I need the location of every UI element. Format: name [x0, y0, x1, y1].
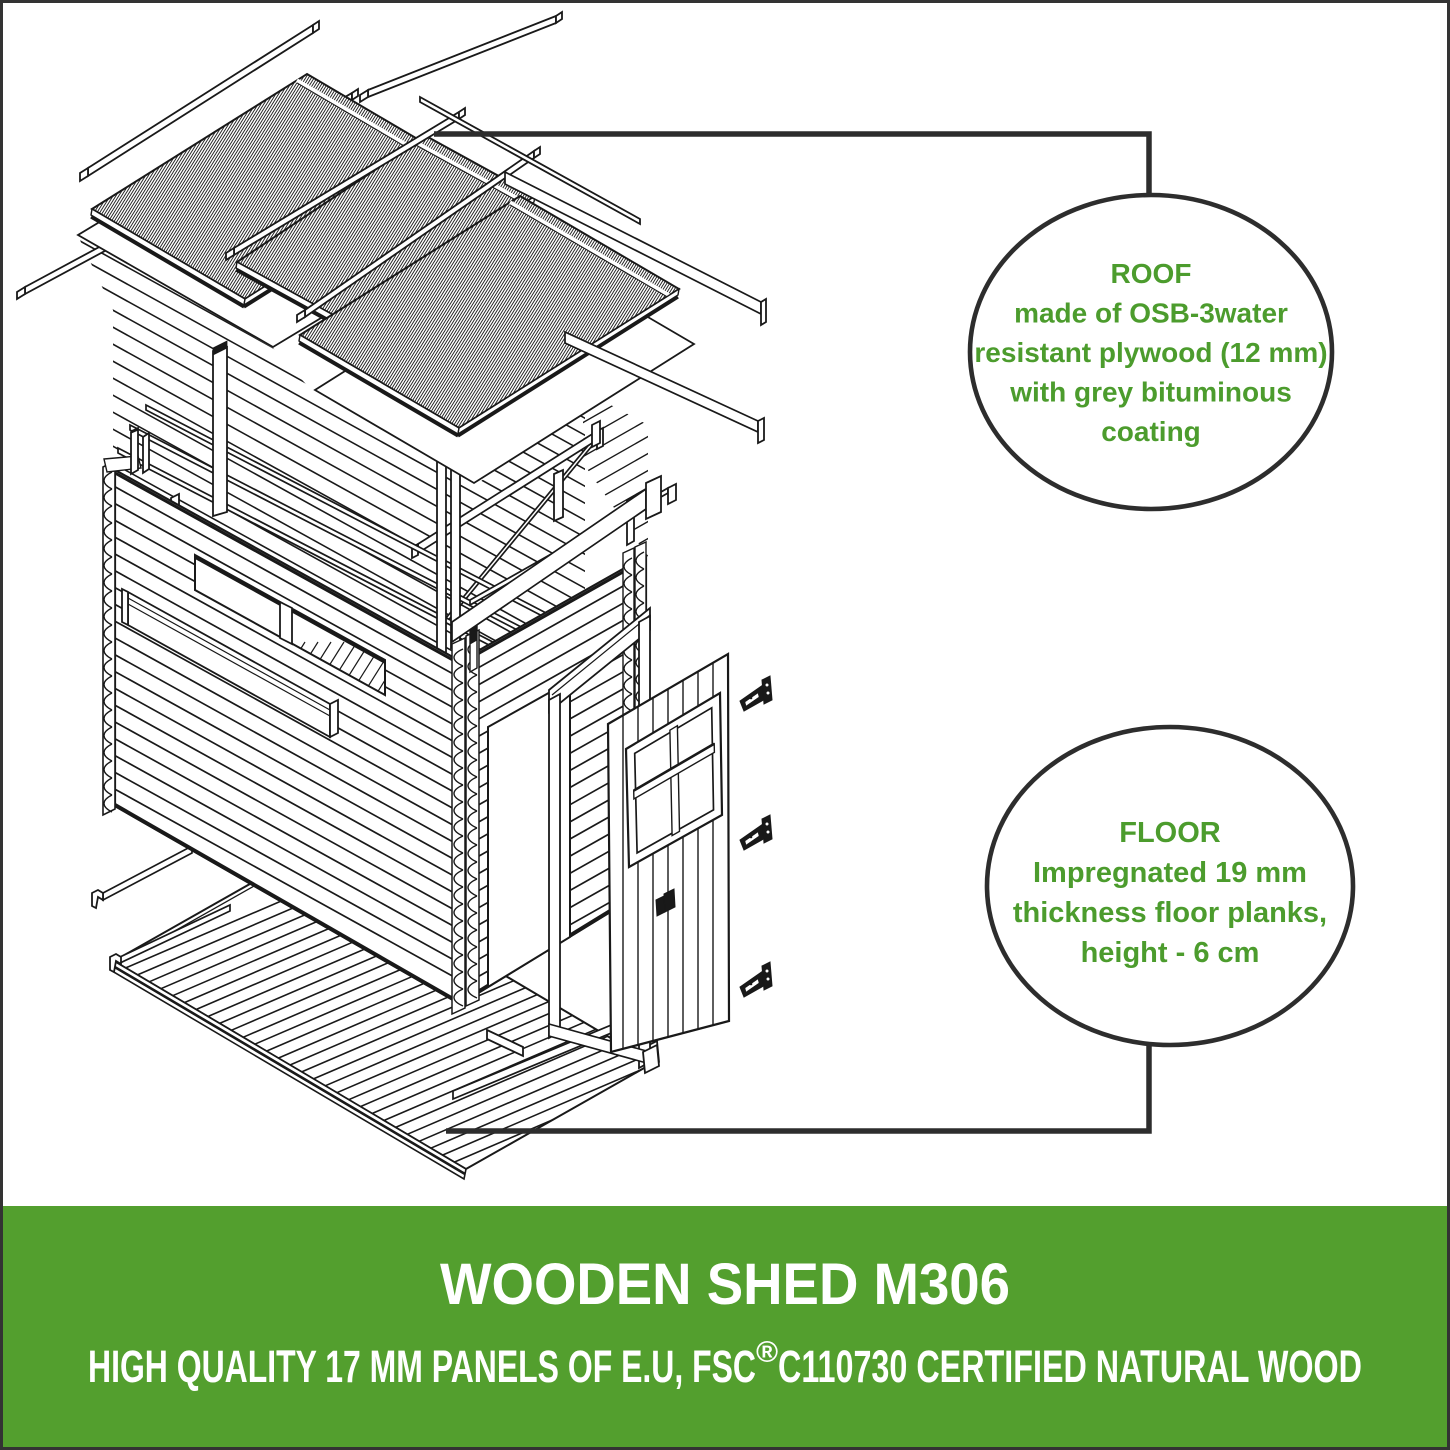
svg-text:height - 6 cm: height - 6 cm	[1081, 937, 1260, 969]
svg-text:coating: coating	[1101, 416, 1201, 447]
svg-text:with grey bituminous: with grey bituminous	[1009, 377, 1292, 408]
svg-text:®: ®	[756, 1336, 778, 1369]
svg-text:C110730 CERTIFIED NATURAL WOOD: C110730 CERTIFIED NATURAL WOOD	[778, 1341, 1362, 1392]
svg-text:thickness floor planks,: thickness floor planks,	[1013, 897, 1327, 929]
svg-text:HIGH QUALITY 17 MM PANELS OF E: HIGH QUALITY 17 MM PANELS OF E.U, FSC	[88, 1341, 756, 1392]
svg-text:WOODEN SHED M306: WOODEN SHED M306	[440, 1252, 1010, 1317]
svg-text:Impregnated 19 mm: Impregnated 19 mm	[1033, 857, 1307, 889]
svg-text:resistant plywood (12 mm): resistant plywood (12 mm)	[974, 337, 1327, 368]
svg-text:ROOF: ROOF	[1111, 258, 1192, 289]
svg-text:FLOOR: FLOOR	[1119, 817, 1221, 849]
svg-text:made of OSB-3water: made of OSB-3water	[1014, 298, 1288, 329]
